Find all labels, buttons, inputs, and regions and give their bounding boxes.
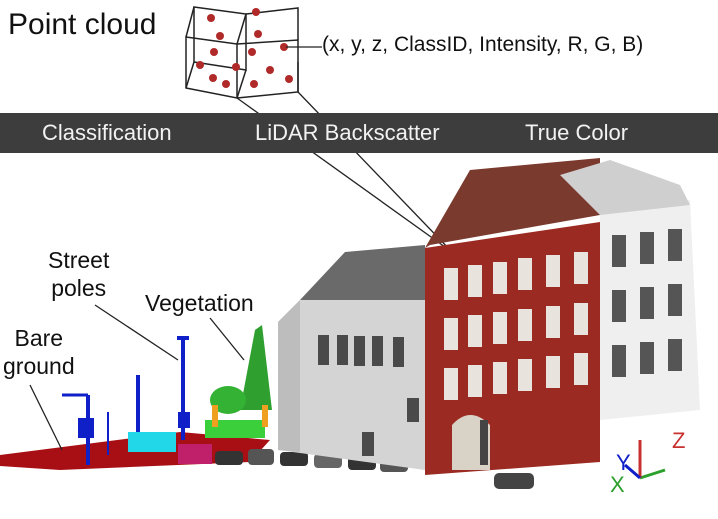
street-poles-classified — [62, 336, 190, 465]
band-label-classification: Classification — [42, 120, 172, 145]
axis-label-x: X — [610, 472, 625, 497]
street-poles-label-line1: Street — [48, 247, 110, 273]
street-poles-label: Street poles — [48, 246, 109, 302]
bare-ground-label: Bare ground — [3, 324, 75, 380]
axis-label-y: Y — [616, 450, 631, 475]
vegetation-classified — [205, 325, 272, 438]
cyan-object — [128, 432, 176, 452]
figure-title: Point cloud — [8, 8, 157, 41]
building-backscatter — [278, 245, 425, 470]
bare-ground-label-line1: Bare — [14, 325, 64, 351]
magenta-vehicle — [178, 444, 212, 464]
axis-triad — [624, 440, 666, 480]
building-true-color — [425, 158, 700, 475]
vegetation-label: Vegetation — [145, 290, 254, 316]
band-label-lidar-backscatter: LiDAR Backscatter — [255, 120, 440, 145]
point-cloud-cube — [185, 6, 299, 99]
axis-label-z: Z — [672, 428, 685, 453]
rendering-mode-band: Classification LiDAR Backscatter True Co… — [0, 113, 718, 153]
band-label-true-color: True Color — [525, 120, 629, 145]
bare-ground-label-line2: ground — [3, 353, 75, 379]
point-attributes-label: (x, y, z, ClassID, Intensity, R, G, B) — [322, 33, 644, 56]
cube-points — [196, 8, 293, 88]
street-poles-label-line2: poles — [51, 275, 107, 301]
